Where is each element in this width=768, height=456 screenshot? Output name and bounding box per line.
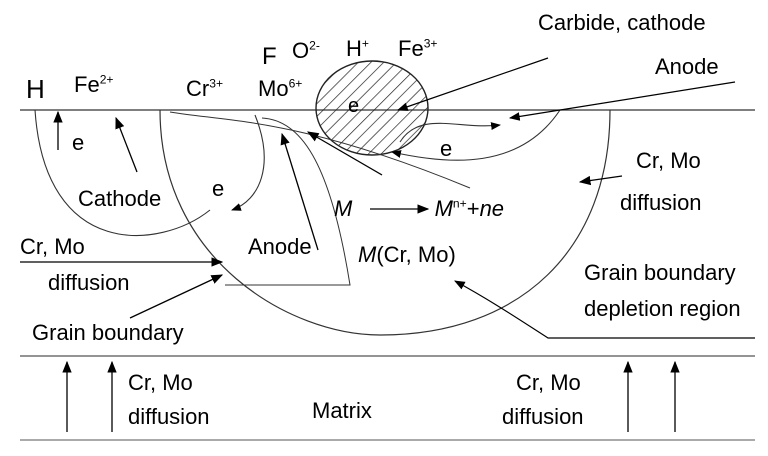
cr3-label: Cr3+	[186, 76, 224, 101]
crmo-right-line1: Cr, Mo	[636, 148, 701, 173]
electron-path-cathode	[231, 114, 265, 211]
crmo-bottom-left-line2: diffusion	[128, 404, 210, 429]
arrow-to-surface	[280, 132, 319, 251]
fe3-label: Fe3+	[398, 36, 438, 61]
electron-right-label: e	[440, 136, 453, 161]
arrow-carbide-label	[396, 57, 549, 111]
crmo-left-line1: Cr, Mo	[20, 234, 85, 259]
arrow-depletion	[454, 280, 755, 339]
fe2-label: Fe2+	[74, 72, 114, 97]
crmo-bottom-right-line2: diffusion	[502, 404, 584, 429]
electron-path-left	[34, 109, 211, 237]
arrow-crmo-right	[578, 175, 623, 186]
electron-loop-right	[399, 122, 501, 143]
surface-flow	[169, 111, 471, 189]
electron-path-right	[391, 109, 561, 161]
gb-depletion-line2: depletion region	[584, 296, 741, 321]
depletion-region-arc	[159, 109, 611, 336]
carbide-particle	[315, 60, 429, 156]
anode-leader	[225, 117, 351, 286]
anode-top-label: Anode	[655, 54, 719, 79]
metal-crmo-label: M(Cr, Mo)	[358, 242, 456, 267]
h-plus-label: H+	[346, 36, 369, 61]
reaction-equation: M Mn++ne	[334, 196, 505, 221]
cathode-label: Cathode	[78, 186, 162, 211]
electron-cathode-label: e	[212, 176, 225, 201]
carbide-cathode-label: Carbide, cathode	[538, 10, 706, 35]
o2-label: O2-	[292, 38, 320, 63]
arrow-metal-in	[306, 131, 383, 176]
f-label: F	[262, 43, 277, 70]
grain-boundary-label: Grain boundary	[32, 320, 184, 345]
matrix-label: Matrix	[312, 398, 372, 423]
anode-center-label: Anode	[248, 234, 312, 259]
arrow-up-fe	[115, 116, 138, 173]
crmo-bottom-right-line1: Cr, Mo	[516, 370, 581, 395]
h-label: H	[26, 74, 45, 104]
mo6-label: Mo6+	[258, 76, 303, 101]
crmo-right-line2: diffusion	[620, 190, 702, 215]
arrow-anode-top-label	[508, 81, 736, 121]
electron-left-label: e	[72, 130, 85, 155]
arrow-grain-boundary	[129, 274, 224, 319]
electron-carbide-label: e	[348, 95, 360, 117]
crmo-bottom-left-line1: Cr, Mo	[128, 370, 193, 395]
gb-depletion-line1: Grain boundary	[584, 260, 736, 285]
crmo-left-line2: diffusion	[48, 270, 130, 295]
